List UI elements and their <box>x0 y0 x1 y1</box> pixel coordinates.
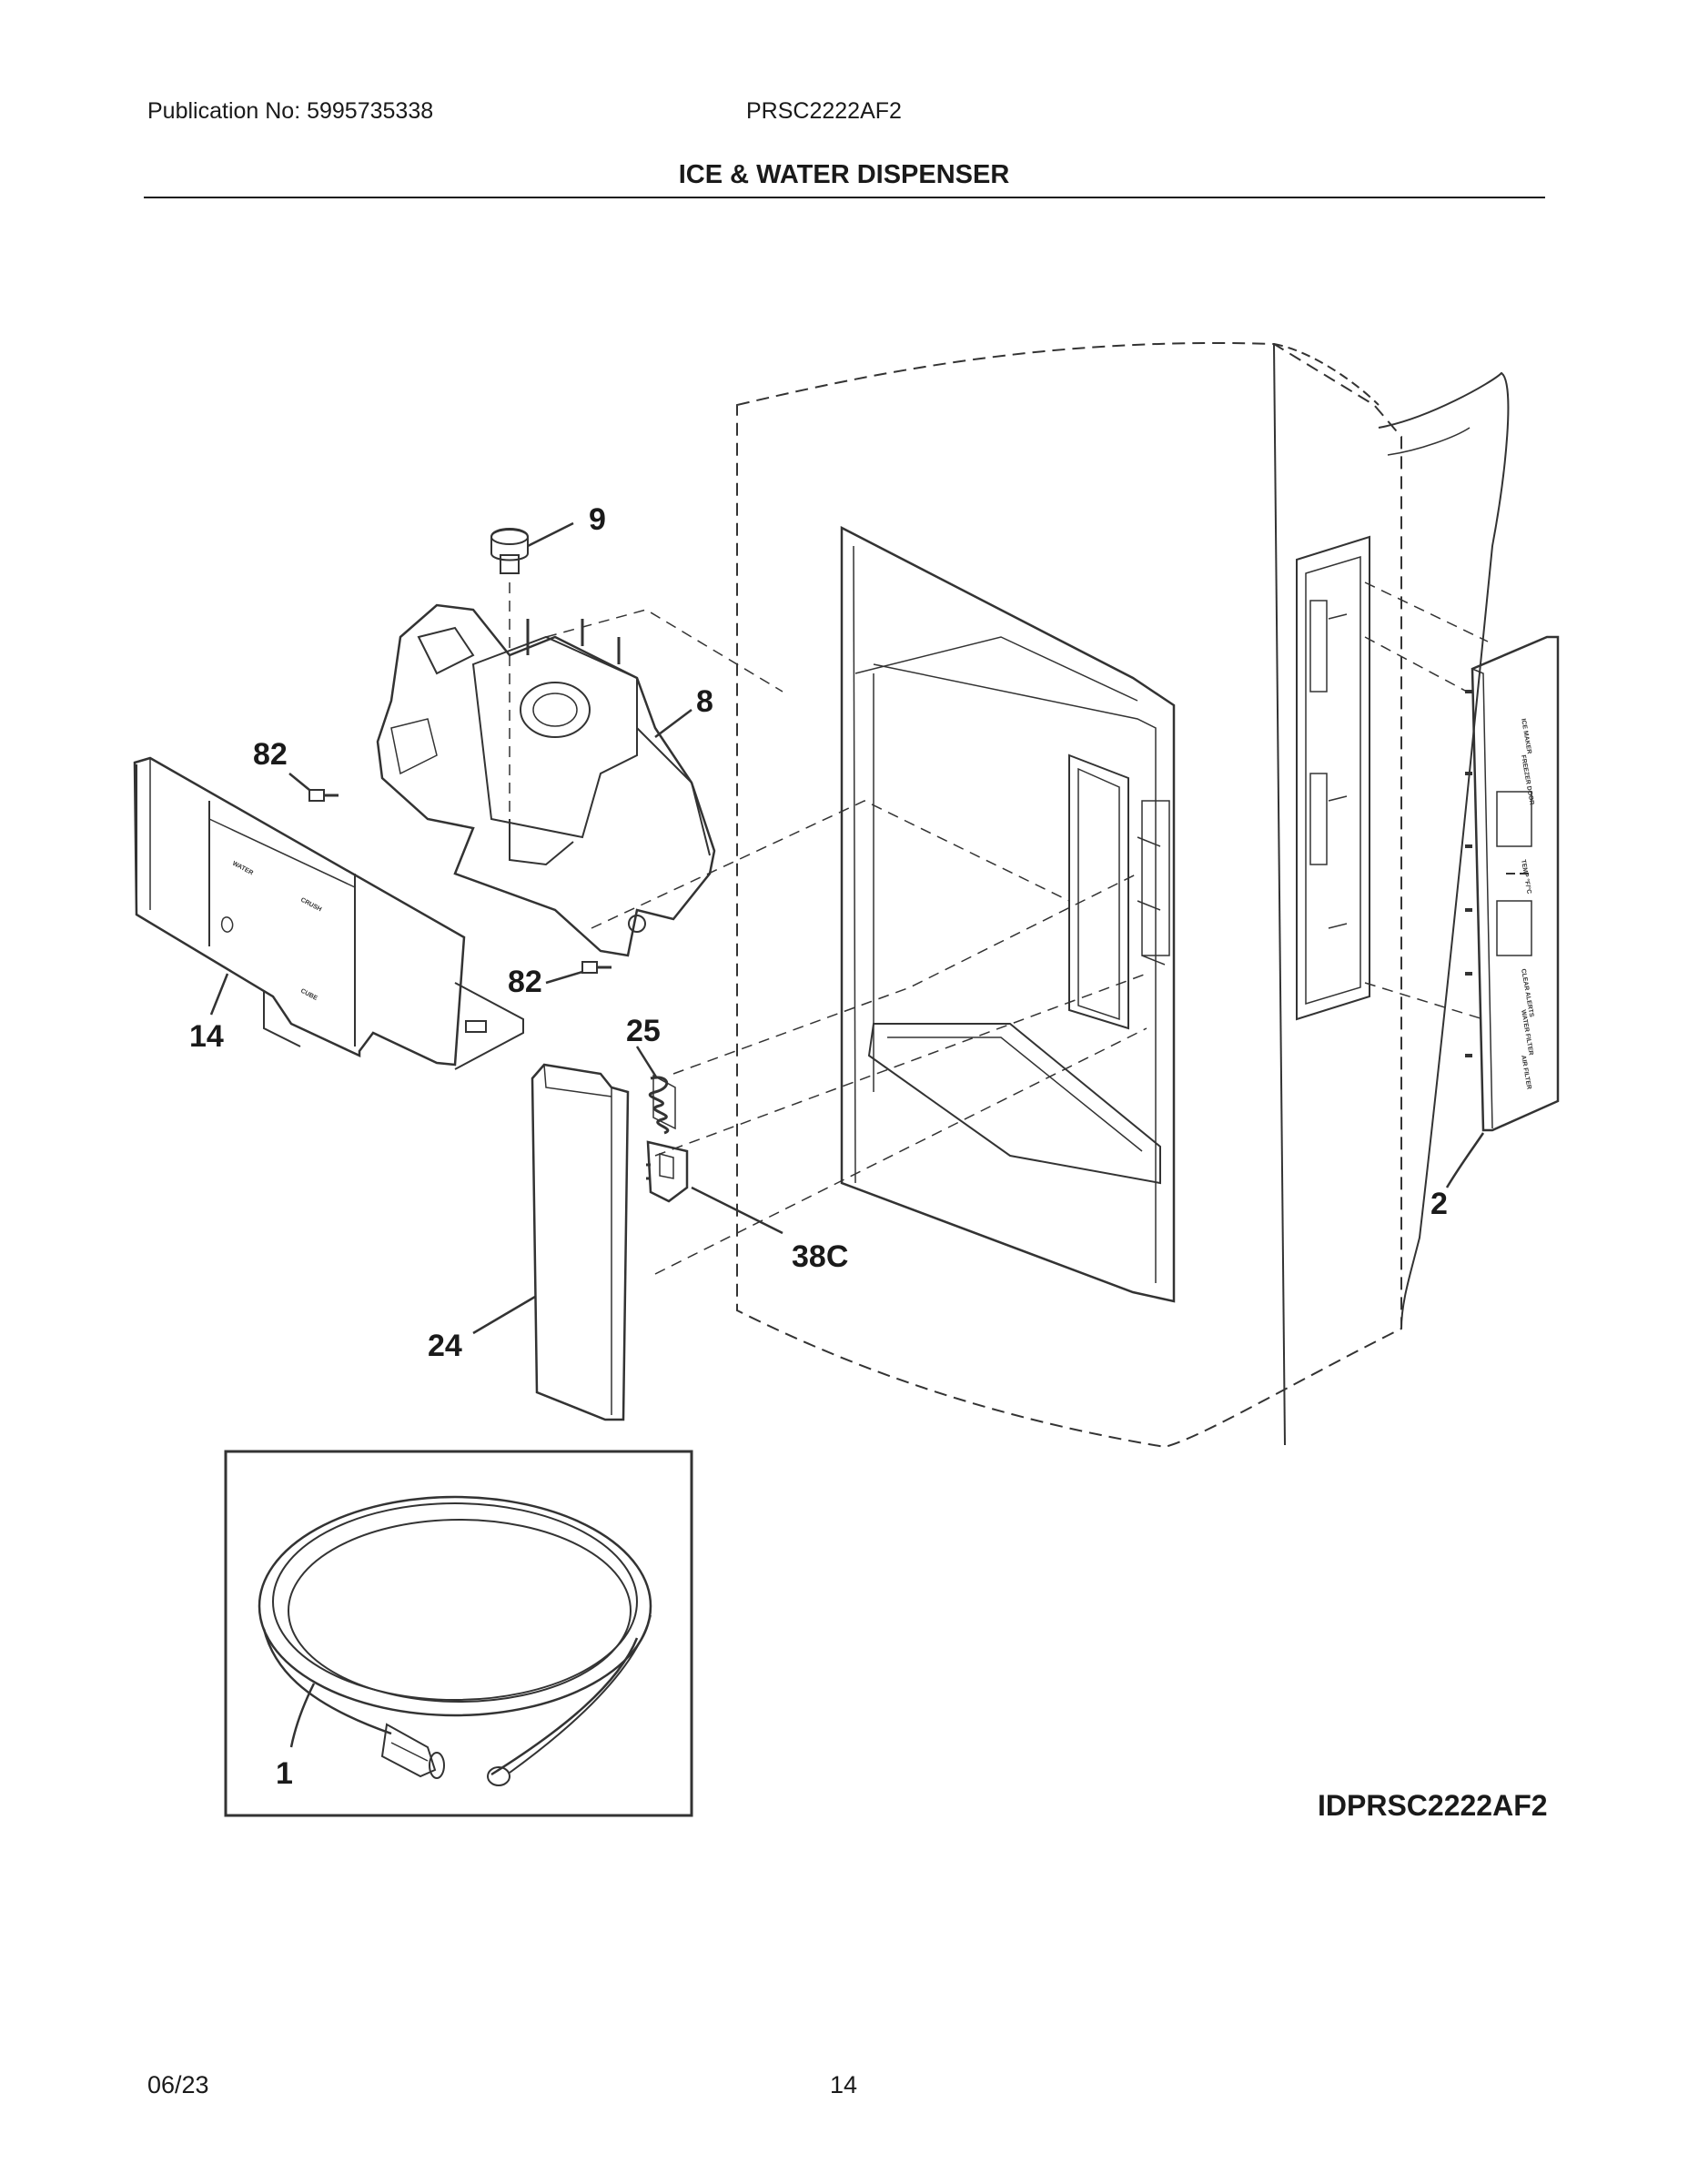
door-top-edge <box>1273 343 1380 406</box>
panel-label-air-filter: AIR FILTER <box>1520 1055 1531 1090</box>
callout-24: 24 <box>428 1329 462 1363</box>
paddle-label-crush: CRUSH <box>299 897 322 914</box>
screw-part-82-lower <box>581 961 612 974</box>
drip-tray <box>867 1023 1161 1185</box>
page-number: 14 <box>830 2071 858 2098</box>
control-recess <box>1296 535 1370 1021</box>
callout-2: 2 <box>1430 1187 1448 1221</box>
panel-cover-part-24 <box>531 1063 630 1421</box>
leader-8 <box>654 709 692 738</box>
leader-82-upper <box>288 773 310 791</box>
paddle-label-water: WATER <box>231 861 254 877</box>
leader-25 <box>635 1046 659 1079</box>
cap-part-9 <box>490 528 529 574</box>
control-board-part-2 <box>1471 635 1560 1132</box>
diagram-id: IDPRSC2222AF2 <box>1318 1789 1548 1822</box>
leader-24 <box>472 1295 536 1335</box>
model-number: PRSC2222AF2 <box>746 98 902 124</box>
panel-label-freezer-door: FREEZER DOOR <box>1520 754 1535 805</box>
callout-25: 25 <box>626 1014 661 1048</box>
callout-38c: 38C <box>792 1239 848 1274</box>
switch-part-38c <box>646 1140 689 1203</box>
section-title: ICE & WATER DISPENSER <box>678 160 1010 189</box>
leader-1 <box>289 1683 316 1748</box>
paddle-frame <box>1068 753 1129 1030</box>
leader-9 <box>527 521 574 548</box>
dispenser-recess <box>840 525 1176 1303</box>
tubing-inset-box <box>224 1450 693 1817</box>
paddle-label-cube: CUBE <box>299 988 318 1003</box>
footer-date: 06/23 <box>147 2071 209 2098</box>
front-cover-part-14 <box>133 756 524 1070</box>
screw-part-82-upper <box>308 789 339 802</box>
spring-part-25 <box>648 1074 676 1135</box>
leader-38c <box>691 1186 783 1235</box>
housing-part-8 <box>376 603 716 957</box>
panel-label-temp: TEMP °F/°C <box>1520 859 1533 895</box>
publication-number: Publication No: 5995735338 <box>147 98 434 124</box>
tubing-part-1 <box>258 1495 652 1786</box>
callout-9: 9 <box>589 502 606 537</box>
door-front-edge <box>1273 343 1286 1446</box>
leader-2 <box>1445 1132 1485 1188</box>
panel-label-ice-maker: ICE MAKER <box>1520 718 1532 754</box>
callout-82-upper: 82 <box>253 737 288 772</box>
leader-82-lower <box>545 970 583 985</box>
header-rule <box>144 197 1545 198</box>
callout-8: 8 <box>696 684 713 719</box>
door-handle-profile <box>1378 371 1510 1330</box>
leader-14 <box>209 973 229 1016</box>
callout-14: 14 <box>189 1019 224 1054</box>
connector-lines <box>509 581 1489 1275</box>
callout-1: 1 <box>276 1756 293 1791</box>
callout-82-lower: 82 <box>508 965 542 999</box>
